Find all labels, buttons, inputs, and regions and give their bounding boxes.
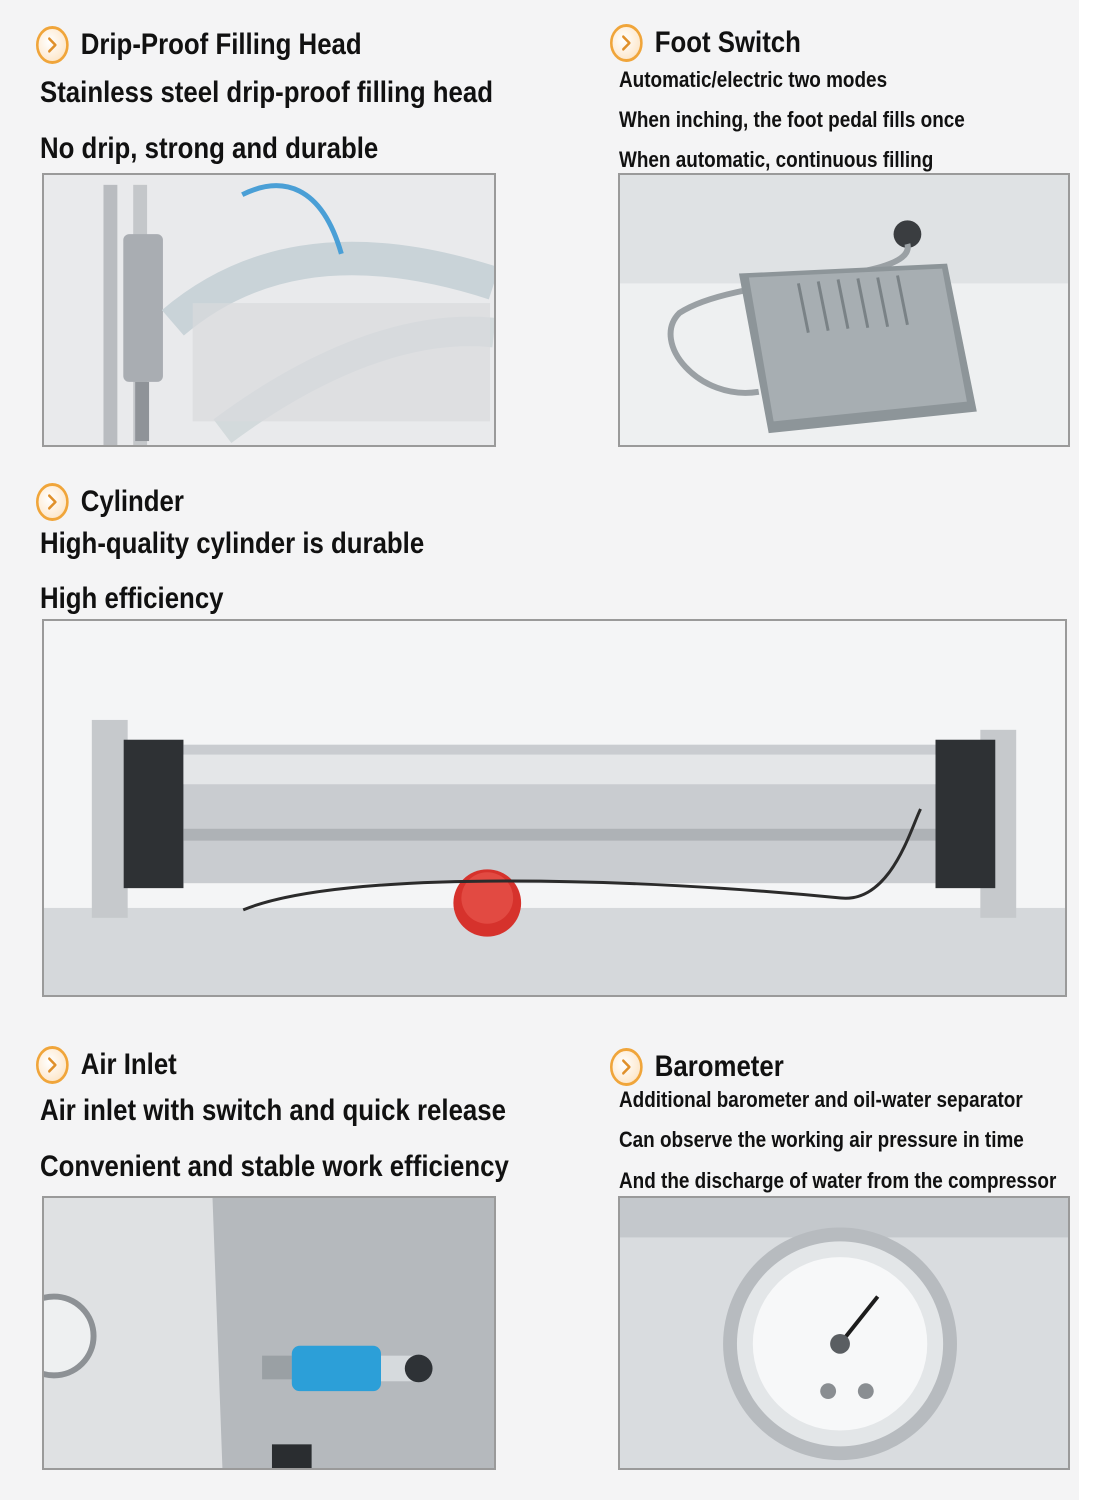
baro-title-text: Barometer xyxy=(654,1050,784,1083)
chevron-right-icon xyxy=(36,483,69,521)
cylinder-line-1: High-quality cylinder is durable xyxy=(40,527,425,560)
foot-line-3: When automatic, continuous filling xyxy=(619,147,934,172)
baro-section-title: Barometer xyxy=(610,1048,784,1086)
chevron-right-icon xyxy=(610,24,643,62)
drip-section-title: Drip-Proof Filling Head xyxy=(36,26,362,64)
chevron-right-icon xyxy=(36,1046,69,1084)
air-section-title: Air Inlet xyxy=(36,1046,177,1084)
cylinder-photo xyxy=(42,619,1067,997)
cylinder-title-text: Cylinder xyxy=(80,485,184,518)
foot-switch-photo xyxy=(618,173,1070,447)
baro-line-3: And the discharge of water from the comp… xyxy=(619,1168,1057,1193)
air-line-2: Convenient and stable work efficiency xyxy=(40,1150,509,1183)
foot-line-2: When inching, the foot pedal fills once xyxy=(619,107,965,132)
baro-line-1: Additional barometer and oil-water separ… xyxy=(619,1087,1023,1112)
drip-title-text: Drip-Proof Filling Head xyxy=(80,28,362,61)
barometer-photo xyxy=(618,1196,1070,1470)
foot-section-title: Foot Switch xyxy=(610,24,801,62)
chevron-right-icon xyxy=(36,26,69,64)
drip-line-2: No drip, strong and durable xyxy=(40,132,379,165)
drip-line-1: Stainless steel drip-proof filling head xyxy=(40,76,494,109)
foot-line-1: Automatic/electric two modes xyxy=(619,67,888,92)
filling-head-photo xyxy=(42,173,496,447)
air-inlet-photo xyxy=(42,1196,496,1470)
foot-title-text: Foot Switch xyxy=(654,26,801,59)
air-title-text: Air Inlet xyxy=(80,1048,177,1081)
baro-line-2: Can observe the working air pressure in … xyxy=(619,1127,1024,1152)
cylinder-line-2: High efficiency xyxy=(40,582,224,615)
page-right-margin xyxy=(1079,0,1103,1500)
chevron-right-icon xyxy=(610,1048,643,1086)
air-line-1: Air inlet with switch and quick release xyxy=(40,1094,506,1127)
cylinder-section-title: Cylinder xyxy=(36,483,184,521)
